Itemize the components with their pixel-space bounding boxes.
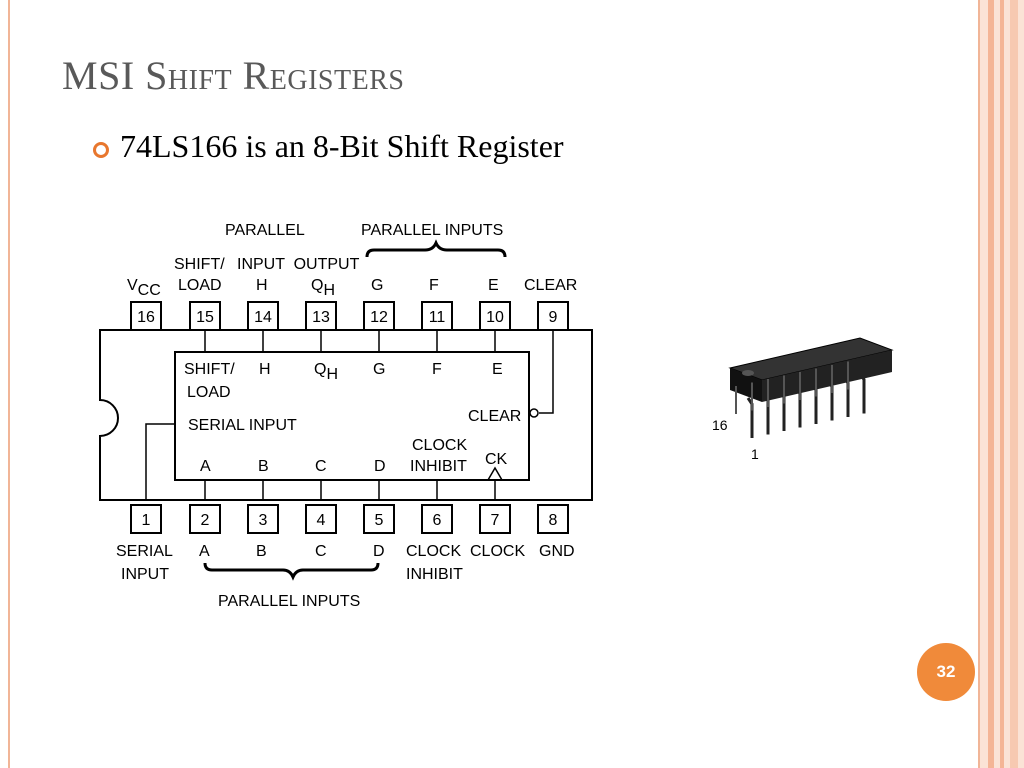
pin9-label: CLEAR: [524, 277, 577, 294]
top-pin-16-number: 16: [137, 309, 155, 326]
label-parallel: PARALLEL: [225, 222, 305, 239]
inner-shift-load-2: LOAD: [187, 384, 231, 401]
pin15-label-2: LOAD: [178, 277, 222, 294]
bottom-pin-8: [537, 504, 569, 534]
dip-package-image: [728, 337, 894, 438]
slide-frame: [8, 0, 980, 768]
pin6-label-2: INHIBIT: [406, 566, 463, 583]
pin15-label-1: SHIFT/: [174, 256, 225, 273]
inner-g: G: [373, 361, 385, 378]
pin12-label: G: [371, 277, 383, 294]
inner-clear: CLEAR: [468, 408, 521, 425]
bottom-pin-1-number: 1: [142, 512, 151, 529]
inner-h: H: [259, 361, 271, 378]
top-pin-15-number: 15: [196, 309, 214, 326]
inner-serial-input: SERIAL INPUT: [188, 417, 297, 434]
inner-clock-inhibit-1: CLOCK: [412, 437, 467, 454]
bottom-pin-1: [130, 504, 162, 534]
inner-b: B: [258, 458, 269, 475]
inner-shift-load-1: SHIFT/: [184, 361, 235, 378]
bottom-brace: [203, 562, 380, 581]
top-pin-13-number: 13: [312, 309, 330, 326]
inner-f: F: [432, 361, 442, 378]
bottom-pin-6-number: 6: [433, 512, 442, 529]
bottom-pin-6: [421, 504, 453, 534]
bullet-text: 74LS166 is an 8-Bit Shift Register: [120, 128, 564, 164]
top-pin-9: [537, 301, 569, 331]
pin4-label: C: [315, 543, 327, 560]
package-pin16: 16: [712, 417, 728, 433]
inner-qh: QH: [314, 361, 338, 383]
inner-c: C: [315, 458, 327, 475]
bottom-pin-7: [479, 504, 511, 534]
inner-ck: CK: [485, 451, 508, 468]
bottom-pin-3-number: 3: [259, 512, 268, 529]
pin8-label: GND: [539, 543, 575, 560]
bottom-pin-2: [189, 504, 221, 534]
inner-d: D: [374, 458, 386, 475]
top-pin-12-number: 12: [370, 309, 388, 326]
top-pin-11-number: 11: [429, 309, 446, 326]
pin5-label: D: [373, 543, 385, 560]
top-pin-10-number: 10: [486, 309, 504, 326]
inner-logic-box: [174, 351, 530, 481]
pin7-label: CLOCK: [470, 543, 525, 560]
pin10-label: E: [488, 277, 499, 294]
bottom-pin-4-number: 4: [317, 512, 326, 529]
top-pin-16: [130, 301, 162, 331]
bottom-pin-5-number: 5: [375, 512, 384, 529]
pin6-label-1: CLOCK: [406, 543, 461, 560]
inner-a: A: [200, 458, 211, 475]
pin14-label: H: [256, 277, 268, 294]
bottom-pin-8-number: 8: [549, 512, 558, 529]
page-number-badge: 32: [917, 643, 975, 701]
bottom-pin-3: [247, 504, 279, 534]
pin11-label: F: [429, 277, 439, 294]
decorative-stripes: [980, 0, 1024, 768]
package-pin1: 1: [751, 446, 759, 462]
bottom-pin-5: [363, 504, 395, 534]
top-brace: [365, 239, 507, 258]
pin2-label: A: [199, 543, 210, 560]
label-input-output: INPUT OUTPUT: [237, 256, 360, 273]
pin16-label: VCC: [127, 277, 161, 299]
label-parallel-inputs-top: PARALLEL INPUTS: [361, 222, 503, 239]
bottom-pin-7-number: 7: [491, 512, 500, 529]
pin1-label-2: INPUT: [121, 566, 169, 583]
pin1-label-1: SERIAL: [116, 543, 173, 560]
bottom-pin-4: [305, 504, 337, 534]
inner-e: E: [492, 361, 503, 378]
top-pin-13: [305, 301, 337, 331]
pin13-label: QH: [311, 277, 335, 299]
bullet-icon: [93, 142, 109, 158]
top-pin-11: [421, 301, 453, 331]
inner-clock-inhibit-2: INHIBIT: [410, 458, 467, 475]
slide-title: MSI Shift Registers: [62, 53, 405, 98]
top-pin-9-number: 9: [549, 309, 558, 326]
chip-body: [99, 329, 593, 501]
top-pin-12: [363, 301, 395, 331]
top-pin-14-number: 14: [254, 309, 272, 326]
bottom-pin-2-number: 2: [201, 512, 210, 529]
pin3-label: B: [256, 543, 267, 560]
label-parallel-inputs-bottom: PARALLEL INPUTS: [218, 593, 360, 610]
top-pin-14: [247, 301, 279, 331]
